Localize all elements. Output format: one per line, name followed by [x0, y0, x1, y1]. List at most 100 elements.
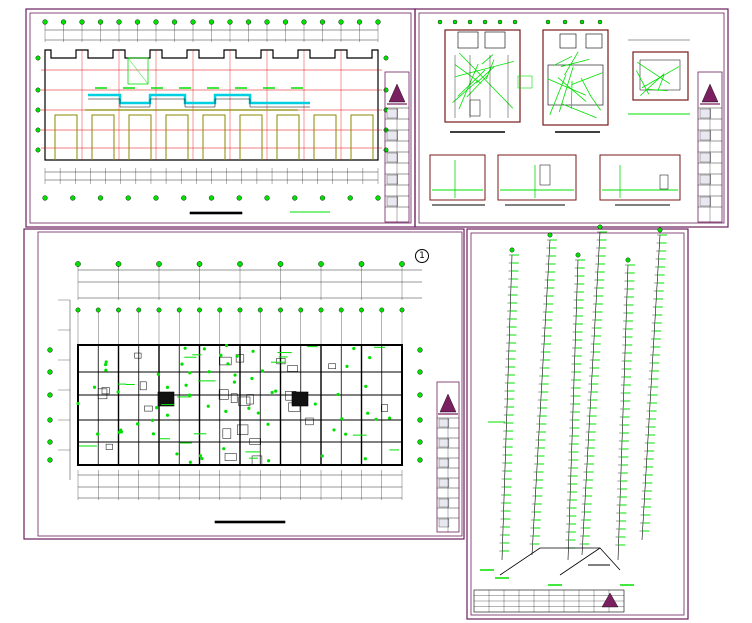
axis-bubble-icon	[134, 19, 141, 25]
axis-bubble-icon	[35, 127, 41, 133]
title-cell	[438, 518, 450, 528]
room	[547, 64, 604, 106]
riser-tag-icon	[597, 224, 603, 230]
axis-bubble-icon	[237, 261, 243, 267]
sheet-frame	[23, 228, 465, 540]
pipe-line	[647, 88, 668, 92]
fixture	[105, 443, 113, 450]
detail-plan-outline	[542, 29, 609, 126]
drain-point	[198, 454, 202, 458]
axis-bubble-icon	[35, 147, 41, 153]
fixture	[251, 455, 263, 466]
drain-point	[104, 360, 108, 364]
pipe-line	[466, 74, 489, 98]
axis-bubble-icon	[597, 19, 603, 25]
axis-bubble-icon	[227, 19, 233, 25]
drain-point	[256, 411, 260, 415]
drain-point	[233, 373, 237, 377]
axis-bubble-icon	[97, 195, 104, 201]
wall	[202, 114, 226, 160]
title-cell	[438, 478, 450, 488]
fixture	[230, 393, 238, 403]
drain-point	[224, 343, 229, 348]
title-cell	[438, 438, 450, 448]
axis-bubble-icon	[417, 417, 423, 423]
drain-point	[267, 459, 271, 463]
caption-bar	[189, 211, 243, 215]
sheet-inner-frame	[29, 12, 412, 224]
drain-point	[119, 428, 123, 432]
riser-line	[581, 231, 601, 556]
stair-line	[127, 57, 149, 85]
fixture	[134, 352, 142, 359]
sheet-top-left	[35, 19, 410, 223]
drain-point	[274, 389, 278, 393]
pipe-line	[636, 61, 671, 85]
axis-bubble-icon	[298, 307, 304, 313]
drain-point	[352, 346, 356, 351]
pipe-line	[571, 72, 603, 86]
pipe-line	[561, 103, 597, 119]
riser-tag-icon	[625, 257, 631, 263]
title-cell	[438, 418, 450, 428]
drain-point	[363, 457, 367, 461]
axis-bubble-icon	[318, 261, 324, 267]
axis-bubble-icon	[347, 195, 353, 201]
pipe-line	[476, 66, 495, 84]
axis-bubble-icon	[264, 195, 270, 201]
stair-box	[127, 57, 149, 85]
axis-bubble-icon	[136, 307, 142, 313]
axis-bubble-icon	[35, 107, 41, 113]
axis-bubble-icon	[156, 307, 162, 313]
section-outline	[429, 154, 486, 201]
axis-bubble-icon	[482, 19, 488, 25]
stair	[157, 391, 175, 407]
axis-bubble-icon	[383, 87, 389, 93]
fixture	[222, 428, 232, 439]
pipe-line	[570, 80, 573, 109]
drain-point	[366, 411, 370, 415]
building-outline	[44, 49, 379, 161]
axis-bubble-icon	[399, 261, 405, 267]
axis-bubble-icon	[42, 19, 48, 25]
fixture	[381, 404, 388, 412]
axis-bubble-icon	[181, 195, 187, 201]
axis-bubble-icon	[190, 19, 196, 25]
pipe-line	[635, 70, 650, 95]
pipe-line	[557, 77, 587, 102]
title-cell	[699, 196, 711, 207]
fixture	[101, 387, 110, 395]
drain-point	[374, 417, 378, 421]
axis-bubble-icon	[236, 195, 242, 201]
fixture	[276, 358, 286, 365]
axis-bubble-icon	[97, 19, 104, 25]
pagoda-logo-icon	[439, 393, 457, 413]
axis-bubble-icon	[579, 19, 585, 25]
drain-point	[202, 347, 206, 351]
corridor-edge	[88, 98, 310, 108]
fixture	[559, 33, 577, 49]
axis-bubble-icon	[562, 19, 568, 25]
axis-bubble-icon	[75, 307, 81, 313]
title-cell	[699, 130, 711, 141]
axis-bubble-icon	[356, 19, 363, 25]
axis-bubble-icon	[358, 261, 365, 267]
axis-bubble-icon	[417, 347, 423, 353]
axis-bubble-icon	[35, 87, 41, 93]
drain-point	[155, 406, 159, 410]
section-outline	[599, 154, 681, 201]
drain-point	[116, 390, 120, 394]
wall	[350, 114, 374, 160]
stair	[291, 391, 309, 407]
drain-point	[235, 354, 239, 358]
title-cell	[386, 174, 398, 185]
drain-point	[247, 406, 251, 410]
drain-point	[188, 371, 192, 375]
drain-point	[332, 428, 336, 432]
detail-plan-outline	[632, 51, 689, 101]
axis-bubble-icon	[47, 417, 53, 423]
fixture	[469, 99, 481, 117]
drain-point	[180, 362, 184, 366]
axis-bubble-icon	[217, 307, 223, 313]
axis-bubble-icon	[545, 19, 551, 25]
